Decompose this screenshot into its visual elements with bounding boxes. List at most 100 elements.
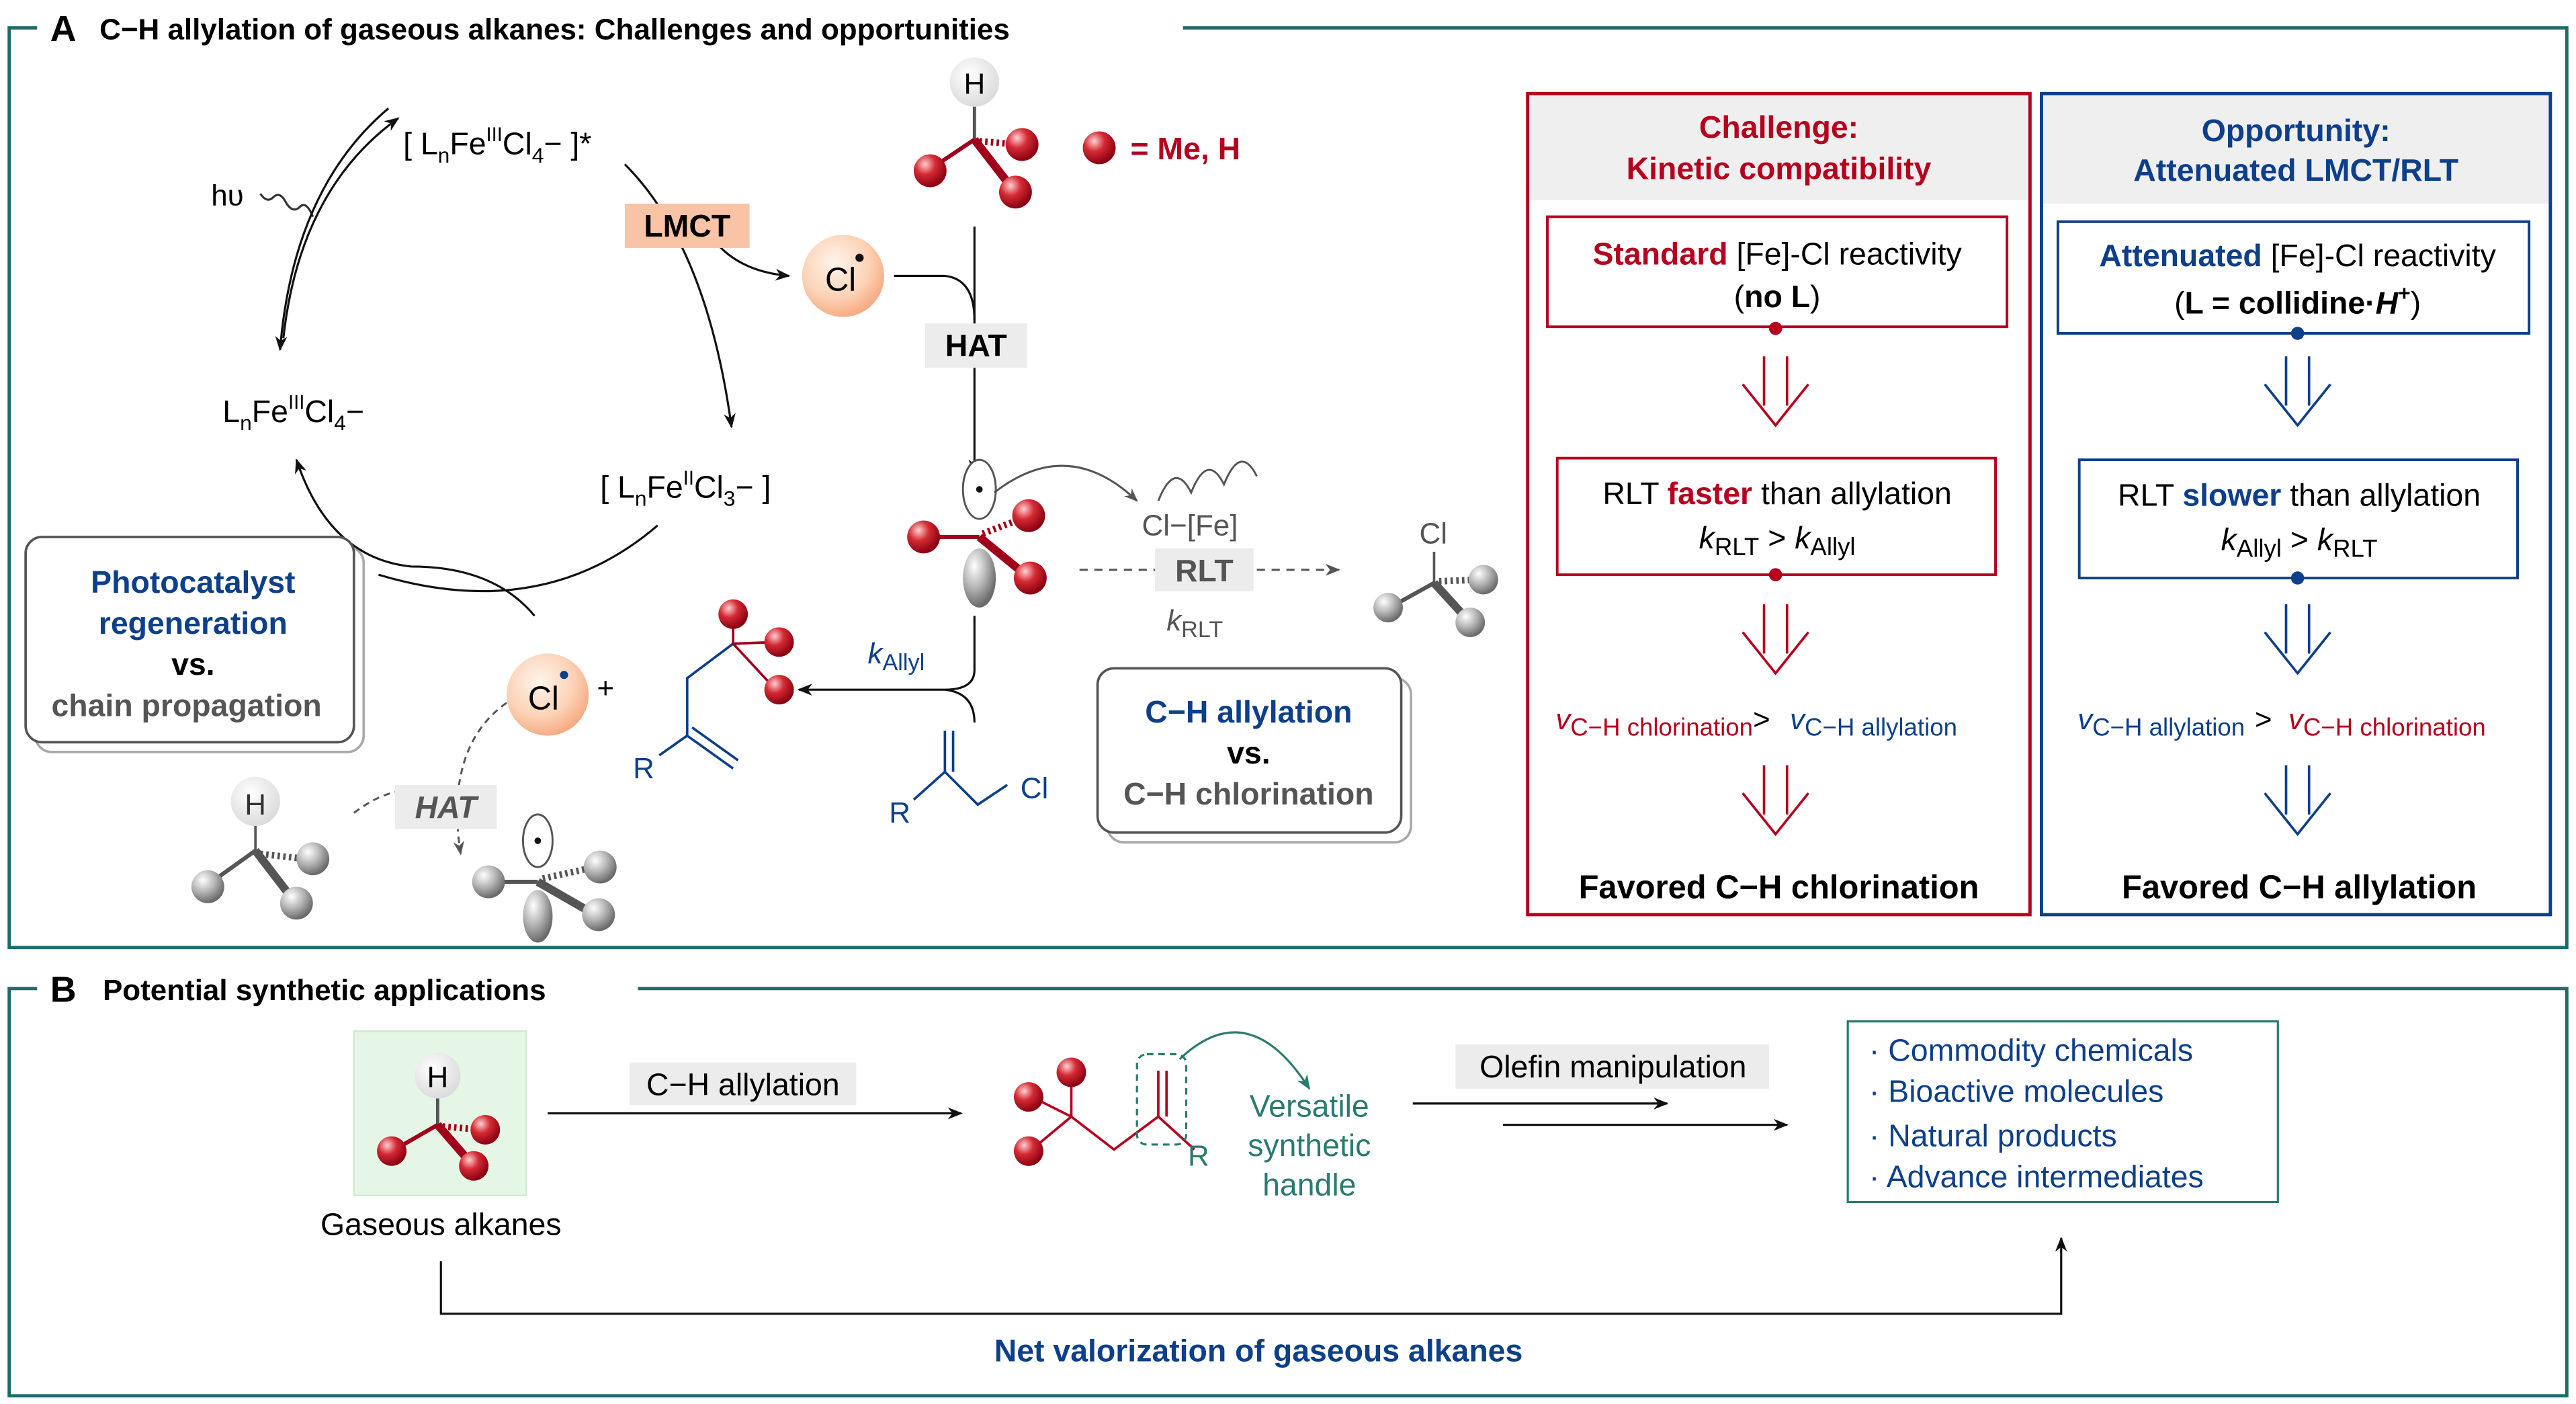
- rlt-label: RLT: [1175, 553, 1234, 588]
- handle-arrow: [1178, 1031, 1311, 1090]
- allylation-line: C−H allylation: [1145, 694, 1352, 729]
- chlorine-radical-regenerated-label: Cl: [528, 680, 559, 716]
- applications-box: [1846, 1020, 2279, 1204]
- challenge-result: Favored C−H chlorination: [1579, 869, 1979, 905]
- fe-ground-label: LnFeIIICl4−: [222, 391, 364, 435]
- alkane-molecule: H: [913, 57, 1039, 209]
- olefin-highlight: [1135, 1052, 1188, 1146]
- attenuated-reactivity-text: Attenuated [Fe]-Cl reactivity: [2099, 238, 2496, 273]
- hat-italic-label: HAT: [415, 790, 480, 825]
- svg-text:R: R: [1188, 1140, 1209, 1173]
- chain-propagation-line: chain propagation: [51, 688, 321, 722]
- double-arrow-down-icon: [2264, 765, 2331, 837]
- chlorine-radical-label: Cl: [825, 261, 856, 298]
- rlt-faster-text: RLT faster than allylation: [1602, 476, 1951, 511]
- relaxation-arrow: [282, 117, 400, 339]
- fe-excited-label: [ LnFeIIICl4− ]*: [403, 124, 591, 167]
- no-ligand-text: (no L): [1734, 279, 1821, 314]
- k-allyl-label: kAllyl: [868, 637, 925, 675]
- allylated-alkane-product: R: [1013, 1052, 1209, 1173]
- double-arrow-down-icon: [1742, 765, 1809, 837]
- rlt-badge: [1155, 548, 1254, 591]
- application-item: · Advance intermediates: [1869, 1159, 2204, 1194]
- cl-fe-label: Cl−[Fe]: [1142, 509, 1238, 542]
- gray-alkane: H: [191, 776, 330, 920]
- regeneration-arrow: [295, 458, 535, 617]
- hat-italic-badge: [394, 784, 497, 829]
- olefin-step-label: Olefin manipulation: [1479, 1049, 1746, 1084]
- chlorination-line: C−H chlorination: [1123, 776, 1374, 811]
- challenge-column: Challenge: Kinetic compatibility Standar…: [1526, 91, 2032, 917]
- application-item: · Commodity chemicals: [1869, 1032, 2193, 1067]
- hat-chain-arrow: [453, 702, 507, 856]
- gaseous-alkane-molecule: H: [376, 1052, 501, 1181]
- reduced-to-regeneration-line: [378, 524, 658, 593]
- lmct-badge: [624, 203, 750, 248]
- svg-text:H: H: [245, 788, 266, 821]
- collidine-ligand-text: (L = collidine·H+): [2174, 281, 2421, 321]
- fe-reduced-label: [ LnFeIICl3− ]: [600, 467, 771, 511]
- regeneration-line: regeneration: [99, 606, 288, 641]
- radical-dot: [855, 253, 864, 262]
- opportunity-result: Favored C−H allylation: [2122, 869, 2477, 905]
- gray-alkyl-radical: [472, 813, 617, 943]
- svg-text:H: H: [963, 67, 985, 100]
- hat-badge: [925, 323, 1027, 368]
- allyl-chloride-line: [945, 688, 976, 723]
- panel-a-title: C−H allylation of gaseous alkanes: Chall…: [99, 13, 1010, 46]
- k-rlt-label: kRLT: [1166, 604, 1223, 643]
- gaseous-alkanes-label: Gaseous alkanes: [320, 1206, 562, 1241]
- double-arrow-down-icon: [1742, 356, 1809, 427]
- challenge-title: Challenge:: [1699, 110, 1858, 144]
- net-valorization-label: Net valorization of gaseous alkanes: [994, 1333, 1523, 1368]
- versatile-label: Versatile: [1250, 1088, 1369, 1123]
- light-wave-icon: [259, 193, 314, 218]
- svg-text:R: R: [633, 752, 654, 785]
- alkyl-radical: [907, 458, 1047, 608]
- chlorine-radical: [802, 235, 884, 317]
- allylation-step-badge: [630, 1062, 857, 1106]
- svg-text:R: R: [889, 796, 910, 829]
- application-item: · Bioactive molecules: [1869, 1073, 2163, 1108]
- cl-to-hat-line: [894, 274, 976, 321]
- radical-dot: [560, 671, 568, 679]
- standard-reactivity-text: Standard [Fe]-Cl reactivity: [1592, 236, 1962, 271]
- rlt-electron-arrow: [993, 464, 1138, 502]
- fishhook-arrows: [1157, 460, 1258, 501]
- panel-a-frame: [7, 26, 2569, 950]
- compare-box: [1096, 667, 1403, 834]
- olefin-step-badge: [1455, 1044, 1769, 1089]
- application-item: · Natural products: [1869, 1118, 2117, 1153]
- panel-b-letter: B: [50, 969, 77, 1009]
- svg-text:Cl: Cl: [1021, 772, 1049, 804]
- rate-constant-comparison: kRLT > kAllyl: [1699, 520, 1856, 561]
- photocatalyst-line: Photocatalyst: [91, 565, 295, 600]
- allylated-product: R: [633, 599, 794, 785]
- rlt-slower-text: RLT slower than allylation: [2118, 478, 2481, 513]
- opportunity-column: Opportunity: Attenuated LMCT/RLT Attenua…: [2040, 91, 2552, 917]
- lmct-arrow: [624, 163, 736, 429]
- rate-comparison: vC−H chlorination>vC−H allylation: [1555, 703, 1957, 741]
- svg-text:Cl: Cl: [1419, 518, 1447, 550]
- allylation-step-label: C−H allylation: [646, 1067, 840, 1102]
- double-arrow-down-icon: [2264, 604, 2331, 675]
- allyl-chloride: R Cl: [889, 731, 1048, 829]
- vs-line: vs.: [1227, 735, 1271, 770]
- hv-label: hυ: [211, 179, 244, 212]
- alkyl-chloride-product: Cl: [1373, 518, 1498, 637]
- challenge-subtitle: Kinetic compatibility: [1627, 151, 1932, 185]
- net-valorization-arrow: [439, 1237, 2067, 1315]
- rate-comparison: vC−H allylation>vC−H chlorination: [2077, 703, 2486, 741]
- photocatalyst-box: [24, 536, 355, 744]
- synthetic-label: synthetic: [1248, 1128, 1371, 1163]
- plus-sign: +: [597, 671, 614, 704]
- excitation-arrow: [275, 108, 390, 352]
- chlorine-radical-regenerated: [507, 653, 589, 736]
- rate-constant-comparison: kAllyl > kRLT: [2221, 522, 2378, 562]
- panel-a-letter: A: [50, 9, 77, 49]
- vs-line: vs.: [171, 647, 215, 682]
- handle-label: handle: [1262, 1167, 1356, 1202]
- substituent-legend-icon: [1082, 131, 1116, 165]
- svg-text:H: H: [427, 1061, 449, 1093]
